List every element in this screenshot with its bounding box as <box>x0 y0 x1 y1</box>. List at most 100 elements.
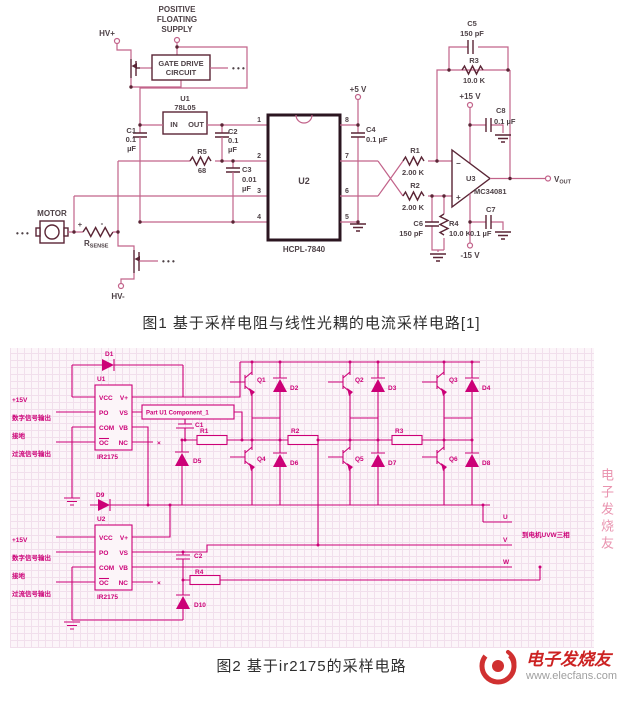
c6-ref: C6 <box>413 219 423 228</box>
pin8: 8 <box>345 117 349 124</box>
c2-label: C2 <box>194 553 203 560</box>
u2-label-digital: 数字信号输出 <box>12 553 51 562</box>
d9-label: D9 <box>96 492 105 499</box>
minus15v-label: -15 V <box>460 251 480 260</box>
r5-val: 68 <box>198 166 206 175</box>
opamp-minus: − <box>456 159 461 168</box>
vout-label: VOUT <box>554 175 572 186</box>
v-terminal-label: V <box>503 537 508 544</box>
cap-c4 <box>351 132 365 138</box>
cap-c8 <box>485 118 492 132</box>
resistor-rsense <box>82 226 114 238</box>
u2-pin-vplus: V+ <box>120 535 128 542</box>
u2-pin-po: PO <box>99 550 108 557</box>
minus15v-terminal <box>466 242 474 249</box>
r1-val: 2.00 K <box>402 168 425 177</box>
u1-pin-vs: VS <box>119 410 128 417</box>
crossed-wires <box>340 160 404 197</box>
q1-label: Q1 <box>257 377 266 384</box>
u1-box <box>94 384 133 451</box>
figure2-image: D1 U1 IR2175 VCC PO COM OC V+ VS VB NC ×… <box>10 348 594 648</box>
wire-minus15 <box>469 193 504 243</box>
d6-label: D6 <box>290 460 299 467</box>
u2-part: IR2175 <box>97 594 118 601</box>
u1-part: 78L05 <box>174 103 195 112</box>
d7-label: D7 <box>388 460 397 467</box>
figure1-schematic: POSITIVE FLOATING SUPPLY HV+ GATE DRIVE … <box>16 5 572 301</box>
u2-pin-nc: NC <box>119 580 129 587</box>
vertical-watermark: 电子发烧友 <box>599 468 614 553</box>
diode-d1 <box>102 359 114 371</box>
u2-ground <box>64 621 80 630</box>
supply-terminal <box>173 36 181 44</box>
u1-ref: U1 <box>97 376 106 383</box>
d4-label: D4 <box>482 385 491 392</box>
bridge: Q1 D2 Q4 D6 Q2 D3 Q5 D7 Q3 D4 <box>230 362 491 505</box>
resistor-r1 <box>196 434 228 446</box>
c2-ref: C2 <box>228 127 238 136</box>
r5-ref: R5 <box>197 147 207 156</box>
r1-ref: R1 <box>410 146 420 155</box>
vout-terminal <box>544 175 552 182</box>
u1-label-digital: 数字信号输出 <box>12 413 51 422</box>
pin4: 4 <box>257 214 261 221</box>
u2-pin-vs: VS <box>119 550 128 557</box>
u1-pin-com: COM <box>99 425 114 432</box>
plus15v-label: +15 V <box>459 92 481 101</box>
c3-unit: µF <box>242 184 251 193</box>
plus5v-label: +5 V <box>350 85 367 94</box>
d2-label: D2 <box>290 385 299 392</box>
vout-v: V <box>554 175 560 184</box>
wire-15v <box>469 107 504 163</box>
u2-label-gnd: 接地 <box>12 571 26 580</box>
q2-label: Q2 <box>355 377 364 384</box>
wires-top-left <box>116 42 248 125</box>
diode-d10 <box>176 596 190 609</box>
u1-label-gnd: 接地 <box>12 431 26 440</box>
resistor-r3 <box>391 434 423 446</box>
u1-leads <box>56 362 243 505</box>
r3-val: 10.0 K <box>463 76 486 85</box>
q4-label: Q4 <box>257 456 266 463</box>
wire-d1-loop <box>71 364 184 397</box>
r2-label: R2 <box>291 428 300 435</box>
u2-box <box>266 113 342 242</box>
q3-label: Q3 <box>449 377 458 384</box>
cap-c1 <box>176 419 194 440</box>
u1-box <box>162 111 208 135</box>
u-terminal-label: U <box>503 514 508 521</box>
r2-val: 2.00 K <box>402 203 425 212</box>
u2-pin-vb: VB <box>119 565 128 572</box>
u2-pin-vcc: VCC <box>99 535 113 542</box>
figure2-schematic: D1 U1 IR2175 VCC PO COM OC V+ VS VB NC ×… <box>12 351 570 630</box>
phase-drops <box>317 440 512 545</box>
resistor-r5 <box>189 155 212 167</box>
u1-label-15v: +15V <box>12 397 28 404</box>
u1-pin-vb: VB <box>119 425 128 432</box>
hv-plus-terminal <box>113 37 121 45</box>
pin7: 7 <box>345 153 349 160</box>
u2-pin-oc: OC <box>99 580 109 587</box>
c7-val: 0.1 µF <box>470 229 492 238</box>
u1-nc-x: × <box>157 440 161 447</box>
floating-supply-label: FLOATING <box>157 15 197 24</box>
u2-ref: U2 <box>97 516 106 523</box>
u2-ref: U2 <box>298 176 310 186</box>
cap-c1 <box>133 125 147 222</box>
u1-ground <box>64 497 80 506</box>
ellipsis-gate2: • • • <box>162 257 175 266</box>
elecfans-logo-icon <box>479 647 517 685</box>
c8-val: 0.1 µF <box>494 117 516 126</box>
plus5v-terminal <box>354 93 362 101</box>
r4-val: 10.0 K <box>449 229 472 238</box>
cap-c3 <box>226 161 240 222</box>
u1-pin-nc: NC <box>119 440 129 447</box>
pin3: 3 <box>257 188 261 195</box>
resistor-r1 <box>402 155 425 167</box>
ground-c6r4 <box>430 253 446 262</box>
u2-leads <box>56 505 512 620</box>
c6-val: 150 pF <box>399 229 423 238</box>
c1-label: C1 <box>195 422 204 429</box>
ellipsis-motor: • • • <box>16 229 29 238</box>
